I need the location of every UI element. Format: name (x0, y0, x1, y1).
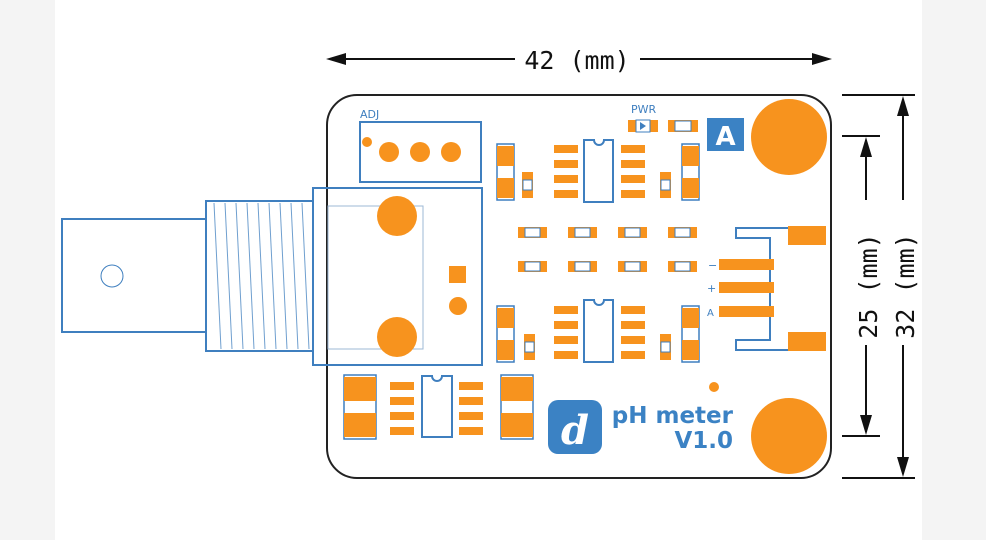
bnc-thread-lines (213, 202, 310, 350)
bnc-footprint (312, 187, 483, 366)
capacitor-c5 (343, 374, 377, 440)
hole-spacing-dimension (842, 135, 880, 437)
product-name: pH meter (612, 403, 734, 429)
resistor-pwr (668, 120, 698, 132)
adj-potentiometer (359, 121, 482, 183)
product-version: V1.0 (674, 428, 733, 454)
channel-a-badge (707, 118, 744, 151)
mounting-hole-bottom (751, 398, 827, 474)
connector-pin-plus (719, 282, 774, 293)
capacitor-c3 (496, 305, 515, 363)
bnc-pin (100, 264, 124, 288)
hole-spacing-label: 25 (mm) (854, 233, 883, 338)
width-dimension (326, 53, 832, 65)
ic-bottom-left (390, 375, 483, 438)
outer-height-dimension (842, 94, 915, 479)
pin-plus-label: + (707, 282, 716, 295)
channel-a-badge-text: A (715, 122, 735, 152)
connector-pin-a (719, 306, 774, 317)
outer-height-label: 32 (mm) (891, 233, 920, 338)
capacitor-c6 (500, 374, 534, 440)
bnc-connector (61, 200, 314, 352)
pin-minus-label: − (708, 259, 717, 272)
ic-top (554, 139, 645, 203)
pwr-led (628, 119, 658, 133)
fiducial-dot (709, 382, 719, 392)
connector-pin-minus (719, 259, 774, 270)
ic-middle (554, 299, 645, 363)
resistor-row-1 (518, 227, 697, 238)
resistor-v1 (522, 172, 533, 198)
adj-label: ADJ (360, 108, 379, 121)
brand-logo (548, 400, 602, 454)
capacitor-c2 (681, 143, 700, 201)
pwr-label: PWR (631, 103, 657, 116)
mounting-hole-top (751, 99, 827, 175)
brand-logo-letter: d (561, 407, 589, 454)
width-dimension-label: 42 (mm) (524, 46, 629, 75)
resistor-v2 (660, 172, 671, 198)
capacitor-c1 (496, 143, 515, 201)
capacitor-c4 (681, 305, 700, 363)
resistor-v4 (660, 334, 671, 360)
pin-a-label: A (707, 308, 714, 319)
resistor-row-2 (518, 261, 697, 272)
resistor-v3 (524, 334, 535, 360)
output-connector (719, 226, 826, 351)
